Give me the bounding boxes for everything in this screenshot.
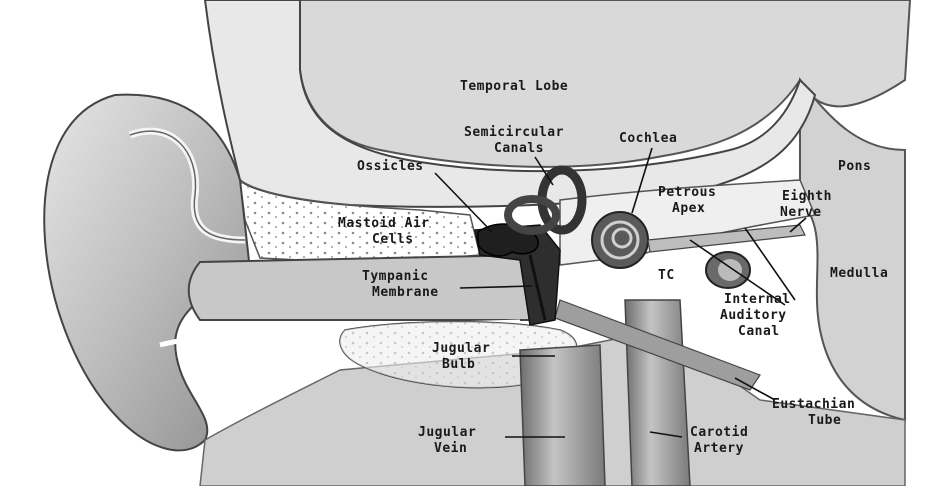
label-mastoid-1: Mastoid Air: [338, 216, 430, 231]
label-eighth-2: Nerve: [780, 205, 822, 220]
label-eighth-1: Eighth: [782, 189, 832, 204]
label-cochlea: Cochlea: [619, 131, 677, 146]
label-carotid-2: Artery: [694, 441, 744, 456]
label-semicircular-2: Canals: [494, 141, 544, 156]
label-pons: Pons: [838, 159, 871, 174]
label-medulla: Medulla: [830, 266, 888, 281]
label-jugular-vein-1: Jugular: [418, 425, 476, 440]
cochlea: [592, 212, 648, 268]
label-tympanic-1: Tympanic: [362, 269, 429, 284]
label-carotid-1: Carotid: [690, 425, 748, 440]
label-mastoid-2: Cells: [372, 232, 414, 247]
label-ossicles: Ossicles: [357, 159, 424, 174]
label-tympanic-2: Membrane: [372, 285, 439, 300]
jugular-vein: [520, 345, 605, 486]
label-iac-2: Auditory: [720, 308, 787, 323]
label-eustachian-1: Eustachian: [772, 397, 855, 412]
label-tc: TC: [658, 268, 675, 283]
label-petrous-1: Petrous: [658, 185, 716, 200]
label-iac-3: Canal: [738, 324, 780, 339]
label-jugular-bulb-2: Bulb: [442, 357, 475, 372]
label-temporal-lobe: Temporal Lobe: [460, 79, 568, 94]
label-iac-1: Internal: [724, 292, 791, 307]
label-semicircular-1: Semicircular: [464, 125, 564, 140]
label-eustachian-2: Tube: [808, 413, 841, 428]
label-jugular-bulb-1: Jugular: [432, 341, 490, 356]
label-petrous-2: Apex: [672, 201, 705, 216]
label-jugular-vein-2: Vein: [434, 441, 467, 456]
